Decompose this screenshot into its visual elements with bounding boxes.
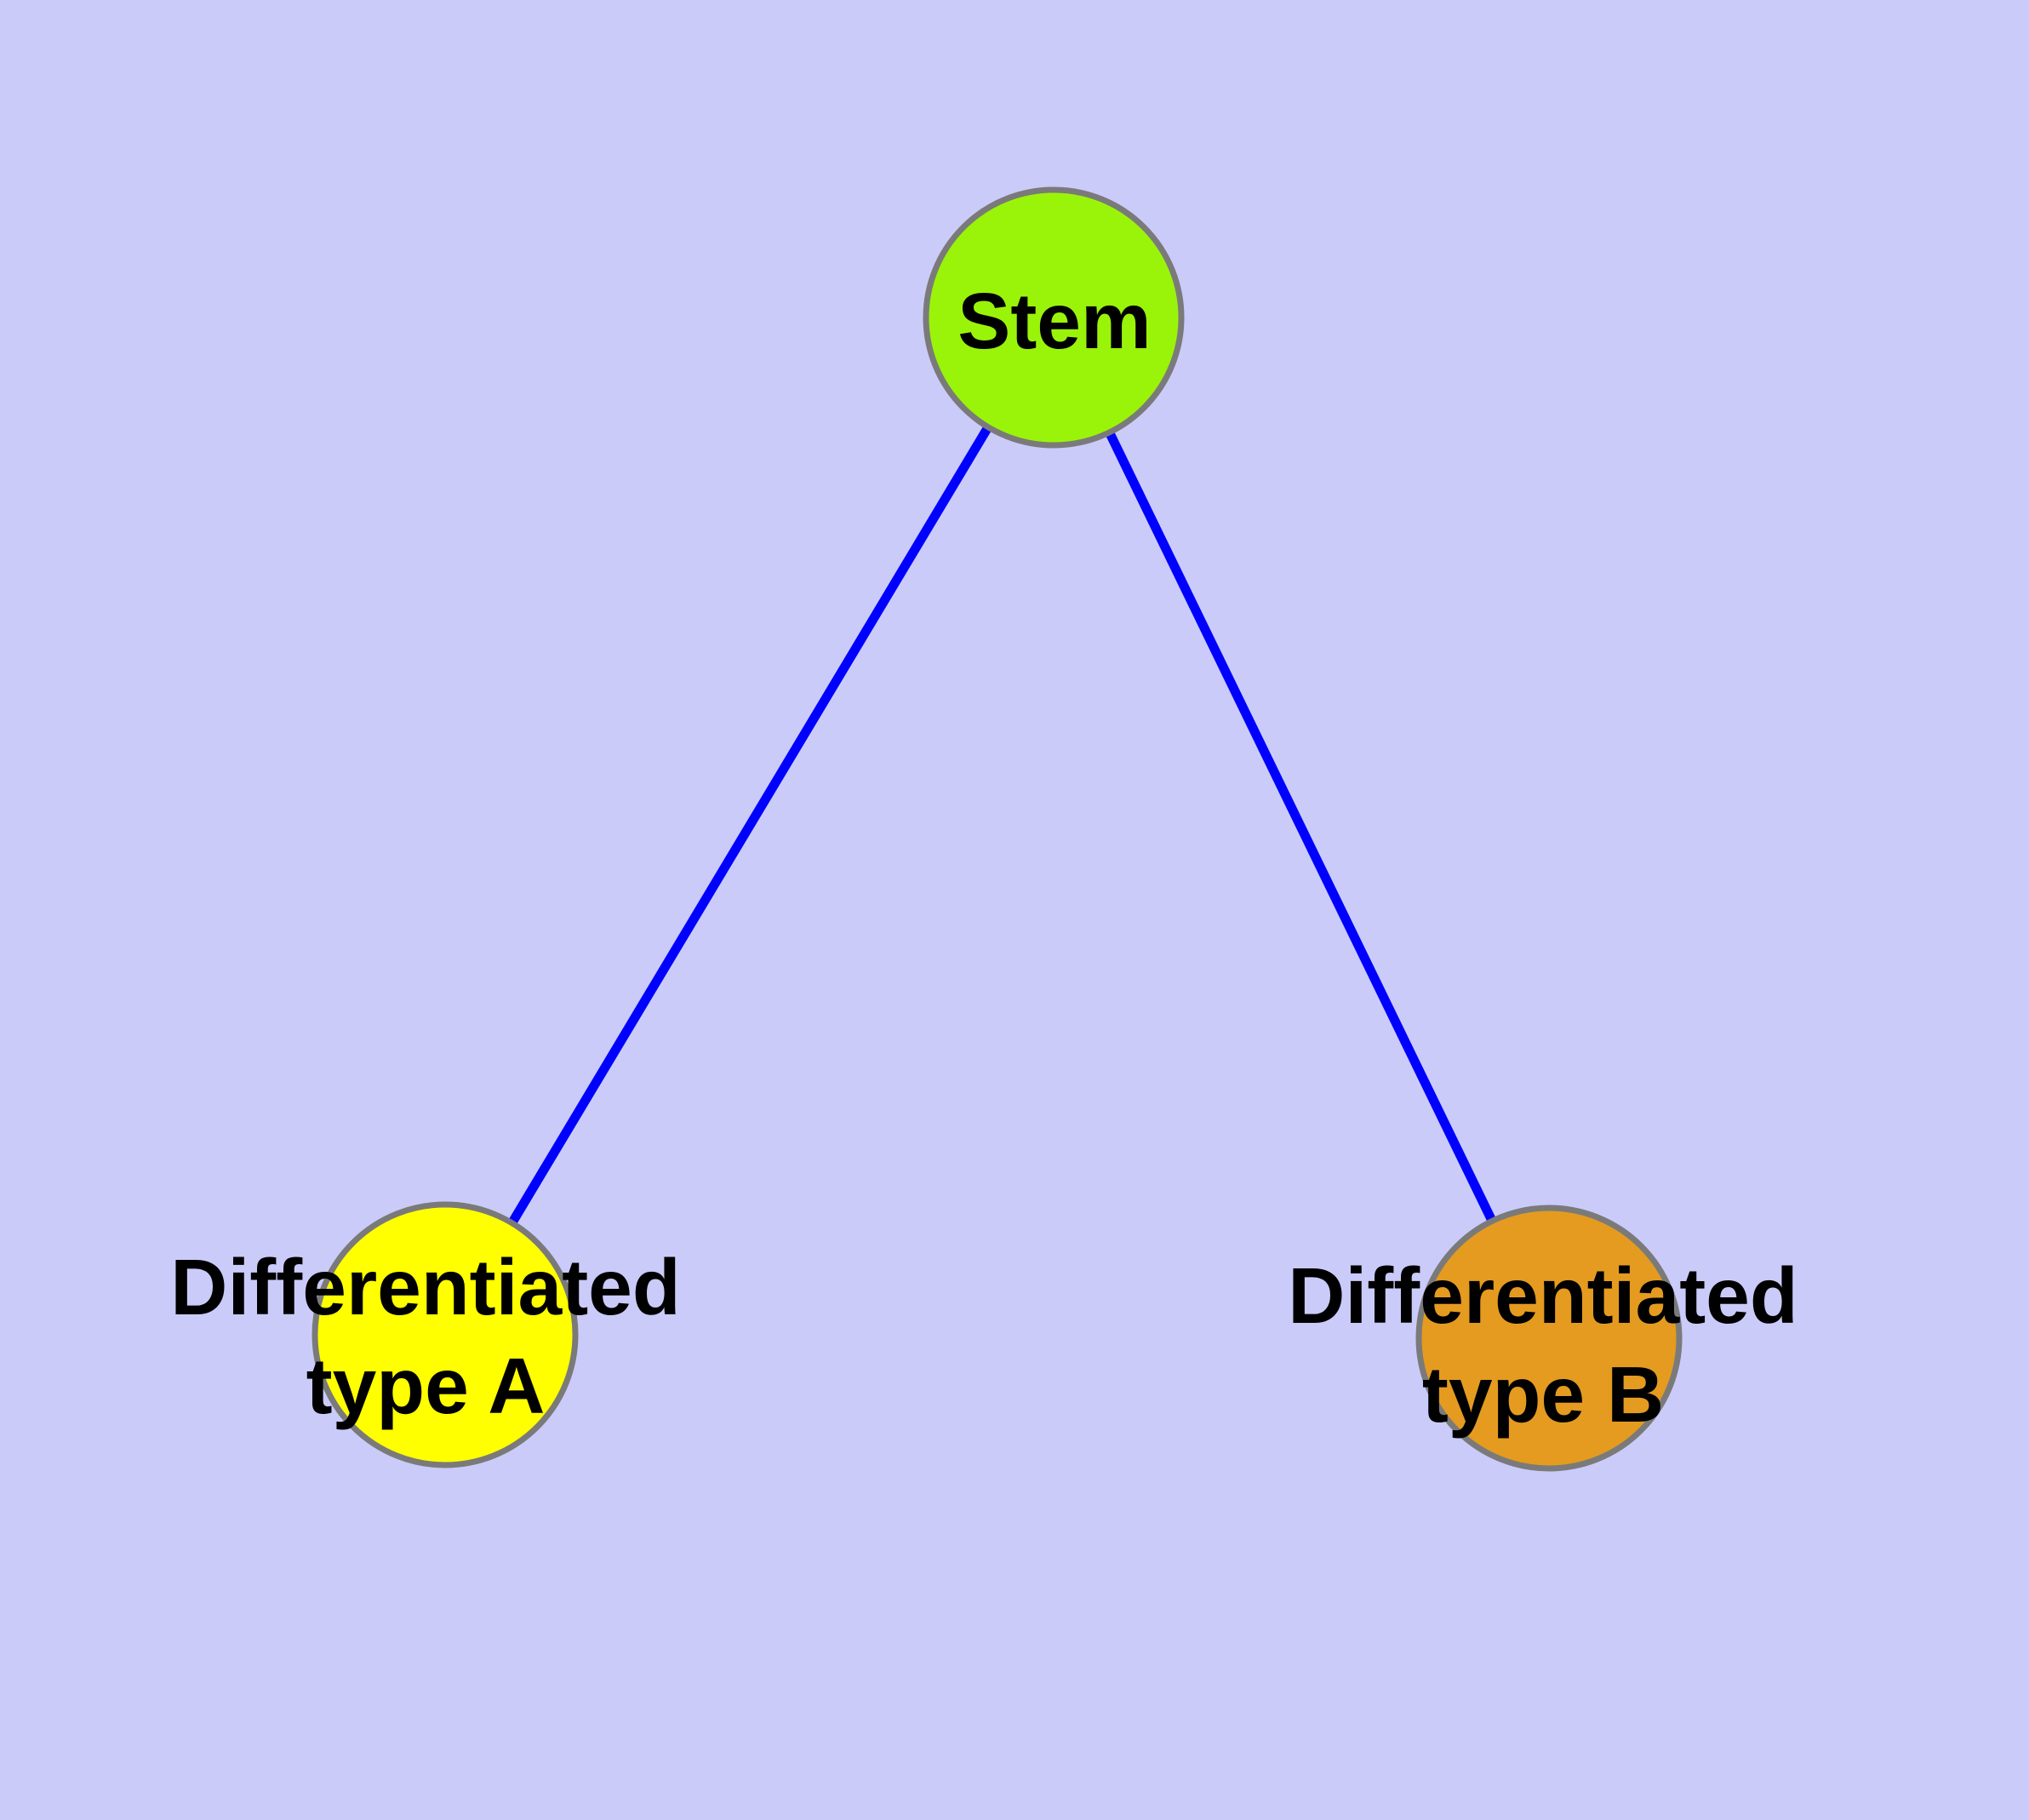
node-type-b-label: Differentiated type B xyxy=(1288,1246,1798,1444)
node-type-a-circle[interactable] xyxy=(311,1201,579,1468)
node-type-b-label-line2: type B xyxy=(1421,1350,1665,1439)
node-stem-circle[interactable] xyxy=(923,186,1185,449)
node-type-a-label-line2: type A xyxy=(306,1342,546,1430)
edge-stem-to-type-a xyxy=(441,315,1058,1337)
node-stem-label: Stem xyxy=(957,272,1151,370)
node-stem-label-text: Stem xyxy=(957,277,1152,365)
node-type-b-circle[interactable] xyxy=(1415,1205,1683,1472)
node-type-a-label: Differentiated type A xyxy=(170,1238,680,1435)
node-type-b-label-line1: Differentiated xyxy=(1288,1251,1798,1340)
edge-stem-to-type-b xyxy=(1049,315,1553,1341)
node-type-a-label-line1: Differentiated xyxy=(170,1243,681,1331)
